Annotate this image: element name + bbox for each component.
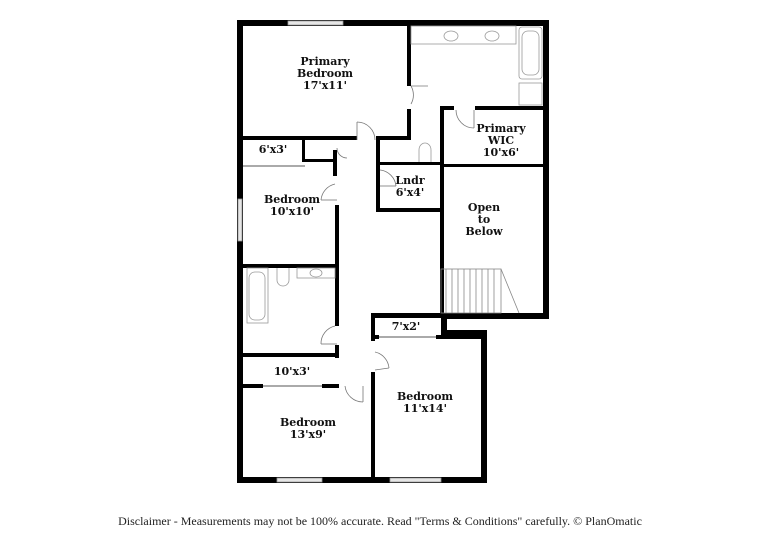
doors xyxy=(243,85,475,403)
room-label-open-to-below: Open to Below xyxy=(465,201,503,238)
interior-walls xyxy=(243,26,549,483)
room-label-bedroom-11x14: Bedroom 11'x14' xyxy=(396,390,454,415)
room-label-bedroom-13x9: Bedroom 13'x9' xyxy=(279,416,337,441)
room-label-primary-wic: Primary WIC 10'x6' xyxy=(476,122,526,159)
room-label-closet-10x3: 10'x3' xyxy=(273,365,311,378)
room-label-primary-bedroom: Primary Bedroom 17'x11' xyxy=(296,55,354,92)
room-label-laundry: Lndr 6'x4' xyxy=(395,174,425,199)
room-label-bedroom-10x10: Bedroom 10'x10' xyxy=(263,193,321,218)
windows xyxy=(237,20,442,483)
stairs xyxy=(440,268,520,314)
room-label-closet-7x2: 7'x2' xyxy=(391,320,421,333)
exterior-walls xyxy=(237,20,549,483)
room-label-closet-6x3: 6'x3' xyxy=(258,143,288,156)
fixtures xyxy=(246,25,543,324)
disclaimer-text: Disclaimer - Measurements may not be 100… xyxy=(118,514,642,528)
